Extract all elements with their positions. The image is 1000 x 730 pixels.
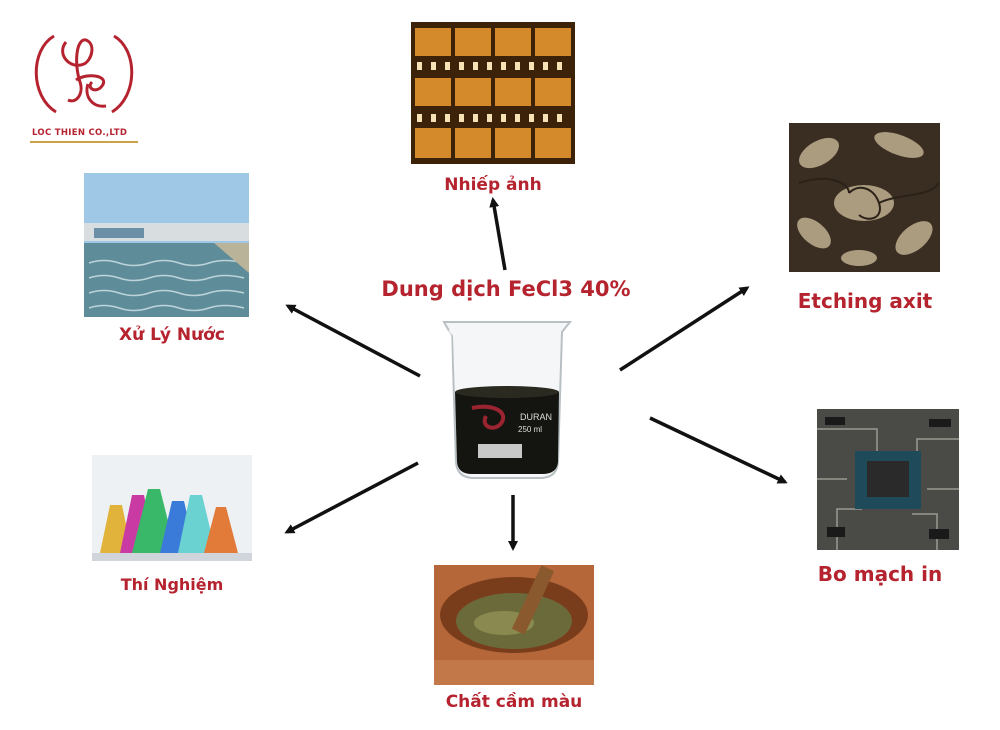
logo-monogram-icon bbox=[34, 34, 134, 114]
film-strip-image bbox=[411, 22, 575, 164]
label-lab: Thí Nghiệm bbox=[120, 575, 224, 594]
arrow-to-water bbox=[285, 304, 421, 378]
water-treatment-image bbox=[84, 173, 249, 317]
company-name: LOC THIEN CO.,LTD bbox=[32, 128, 128, 138]
fecl3-beaker-image: DURAN 250 ml bbox=[432, 312, 582, 482]
arrow-to-photography bbox=[489, 197, 507, 271]
label-etching: Etching axit bbox=[797, 289, 933, 313]
beaker-volume: 250 ml bbox=[518, 425, 542, 434]
beaker-brand: DURAN bbox=[520, 412, 552, 422]
arrow-to-etching bbox=[619, 286, 750, 372]
label-photography: Nhiếp ảnh bbox=[444, 175, 542, 195]
logo-underline bbox=[30, 141, 138, 143]
center-title: Dung dịch FeCl3 40% bbox=[381, 277, 631, 301]
label-water-treatment: Xử Lý Nước bbox=[119, 325, 225, 345]
label-circuit-board: Bo mạch in bbox=[817, 562, 943, 586]
label-mordant: Chất cầm màu bbox=[445, 692, 583, 712]
company-logo: LOC THIEN CO.,LTD bbox=[26, 24, 144, 144]
arrow-to-circuit bbox=[649, 416, 788, 484]
etched-metal-image bbox=[789, 123, 940, 272]
dye-pot-image bbox=[434, 565, 594, 685]
lab-flasks-image bbox=[92, 455, 252, 561]
arrow-to-lab bbox=[284, 461, 419, 534]
circuit-board-image bbox=[817, 409, 959, 550]
